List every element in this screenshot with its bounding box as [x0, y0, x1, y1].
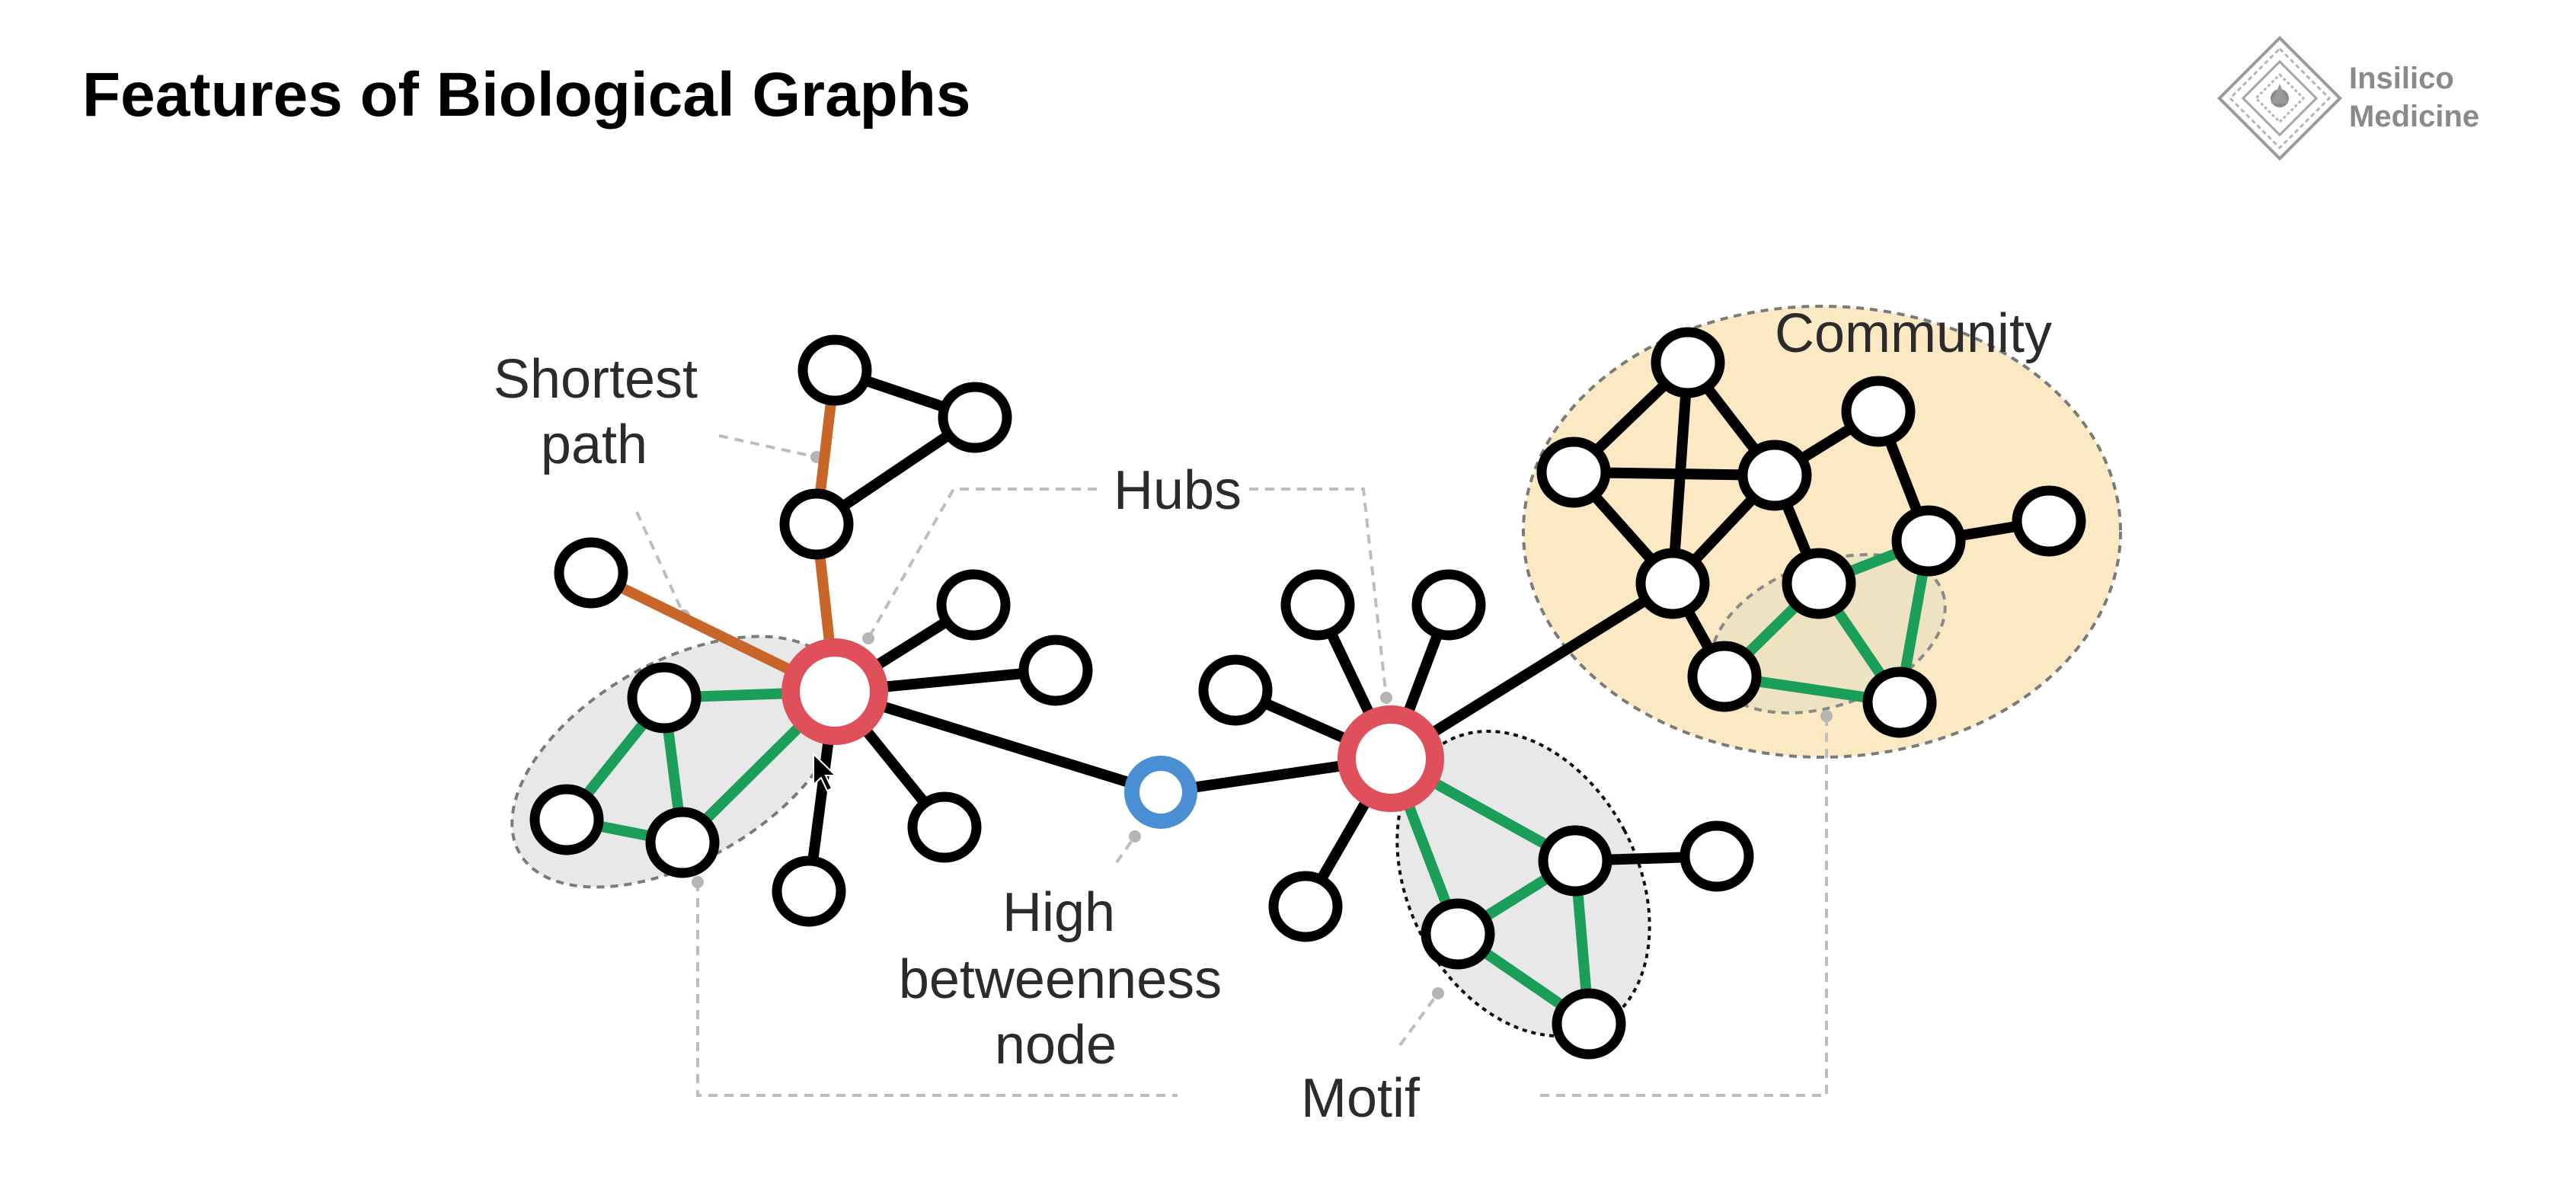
- node: [645, 807, 720, 878]
- node: [1782, 548, 1856, 619]
- node: [1680, 820, 1754, 892]
- node: [1651, 327, 1725, 398]
- node: [1635, 548, 1710, 619]
- node: [907, 791, 982, 863]
- node: [1891, 505, 1966, 577]
- node: [554, 537, 628, 609]
- high-betweenness-node: [1124, 756, 1197, 829]
- betweenness-leader: [1115, 835, 1136, 864]
- shortest-path-label-line2: path: [541, 414, 647, 475]
- node: [627, 662, 702, 734]
- shortest-path-leader-bottom: [635, 511, 686, 616]
- hub-node-right: [1338, 705, 1444, 812]
- node: [936, 569, 1011, 641]
- logo-text-line1: Insilico: [2349, 62, 2454, 95]
- node: [1841, 376, 1916, 447]
- node: [1538, 825, 1612, 897]
- node: [1862, 667, 1937, 738]
- high-betweenness-label-line3: node: [995, 1015, 1117, 1076]
- motif-leader-left: [696, 882, 1178, 1097]
- insilico-medicine-logo: Insilico Medicine: [2215, 34, 2504, 171]
- node: [772, 855, 846, 927]
- shortest-path-label-line1: Shortest: [494, 349, 698, 410]
- hubs-leader-right: [1249, 488, 1388, 699]
- node: [1198, 654, 1273, 726]
- community-region: [1522, 305, 2122, 759]
- mouse-cursor-icon: [813, 752, 838, 792]
- node: [797, 334, 872, 406]
- node: [1280, 569, 1355, 641]
- leader-lines: [635, 434, 1828, 1097]
- node: [1421, 898, 1495, 970]
- node: [529, 784, 604, 855]
- motif-label: Motif: [1301, 1068, 1421, 1129]
- node: [1687, 641, 1762, 712]
- node: [1536, 436, 1611, 508]
- node: [938, 382, 1012, 453]
- high-betweenness-label-line2: betweenness: [899, 949, 1222, 1010]
- motif-leader-mid: [1398, 992, 1440, 1047]
- node: [2012, 485, 2086, 557]
- shortest-path-leader-top: [718, 434, 817, 459]
- node: [1018, 635, 1093, 706]
- node: [1552, 988, 1626, 1060]
- slide-title: Features of Biological Graphs: [82, 60, 971, 129]
- community-label: Community: [1775, 303, 2052, 364]
- node: [1411, 569, 1486, 641]
- graph-nodes: [529, 327, 2086, 1060]
- logo-text-line2: Medicine: [2349, 100, 2480, 133]
- node: [779, 488, 854, 560]
- node: [1737, 440, 1812, 511]
- hubs-leader-left: [867, 488, 1097, 639]
- high-betweenness-label-line1: High: [1002, 882, 1115, 943]
- node: [1268, 871, 1343, 942]
- hubs-label: Hubs: [1114, 460, 1242, 521]
- hub-node-left: [781, 638, 888, 745]
- logo-emblem-icon: [2216, 35, 2343, 161]
